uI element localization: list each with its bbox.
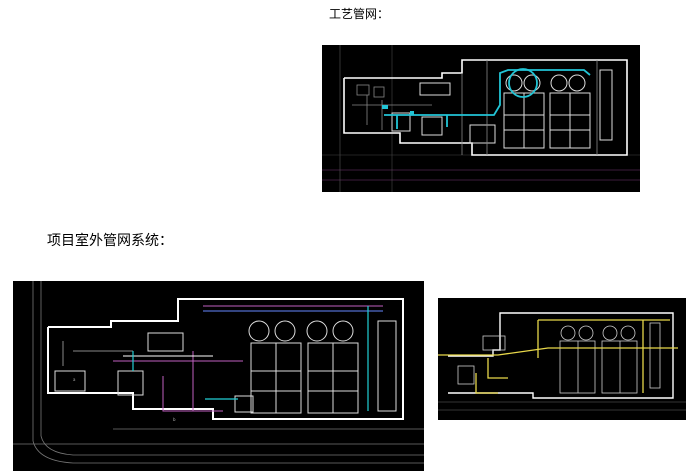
svg-text:a: a [73, 377, 76, 382]
outdoor-piping-yellow-cad-drawing [438, 298, 686, 420]
process-piping-cad-drawing [322, 45, 640, 192]
outdoor-piping-caption: 项目室外管网系统： [47, 233, 173, 249]
svg-text:b: b [173, 417, 176, 422]
process-piping-caption: 工艺管网： [329, 7, 390, 21]
